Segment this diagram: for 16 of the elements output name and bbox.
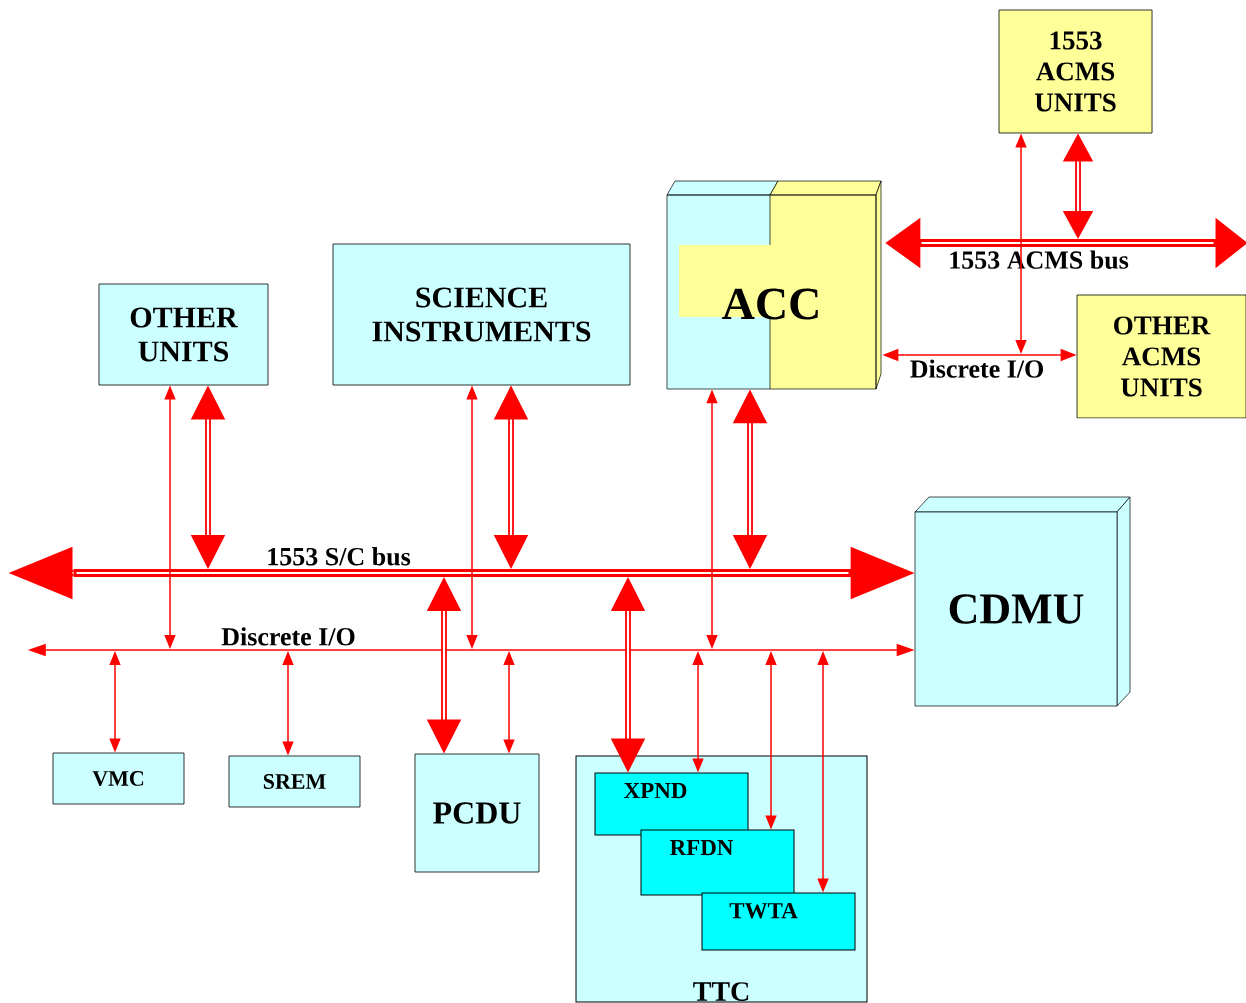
unit-block: CDMU: [914, 496, 1131, 707]
unit-box: PCDU: [414, 753, 540, 873]
module-box: XPND: [594, 772, 749, 836]
unit-box: 1553 ACMS UNITS: [998, 9, 1153, 134]
signal-line: Discrete I/O: [905, 354, 1057, 378]
unit-box: OTHER ACMS UNITS: [1076, 294, 1246, 419]
node-label: 1553 S/C bus: [268, 547, 411, 566]
signal-line: Discrete I/O: [46, 627, 897, 651]
unit-box: SREM: [228, 755, 361, 808]
module-box: RFDN: [640, 829, 795, 896]
unit-box: OTHER UNITS: [98, 283, 269, 386]
unit-block: ACC: [666, 180, 882, 390]
unit-box: SCIENCE INSTRUMENTS: [332, 243, 631, 386]
module-box: TWTA: [701, 892, 856, 951]
unit-box: VMC: [52, 752, 185, 805]
bus-bar: 1553 S/C bus: [73, 547, 852, 577]
